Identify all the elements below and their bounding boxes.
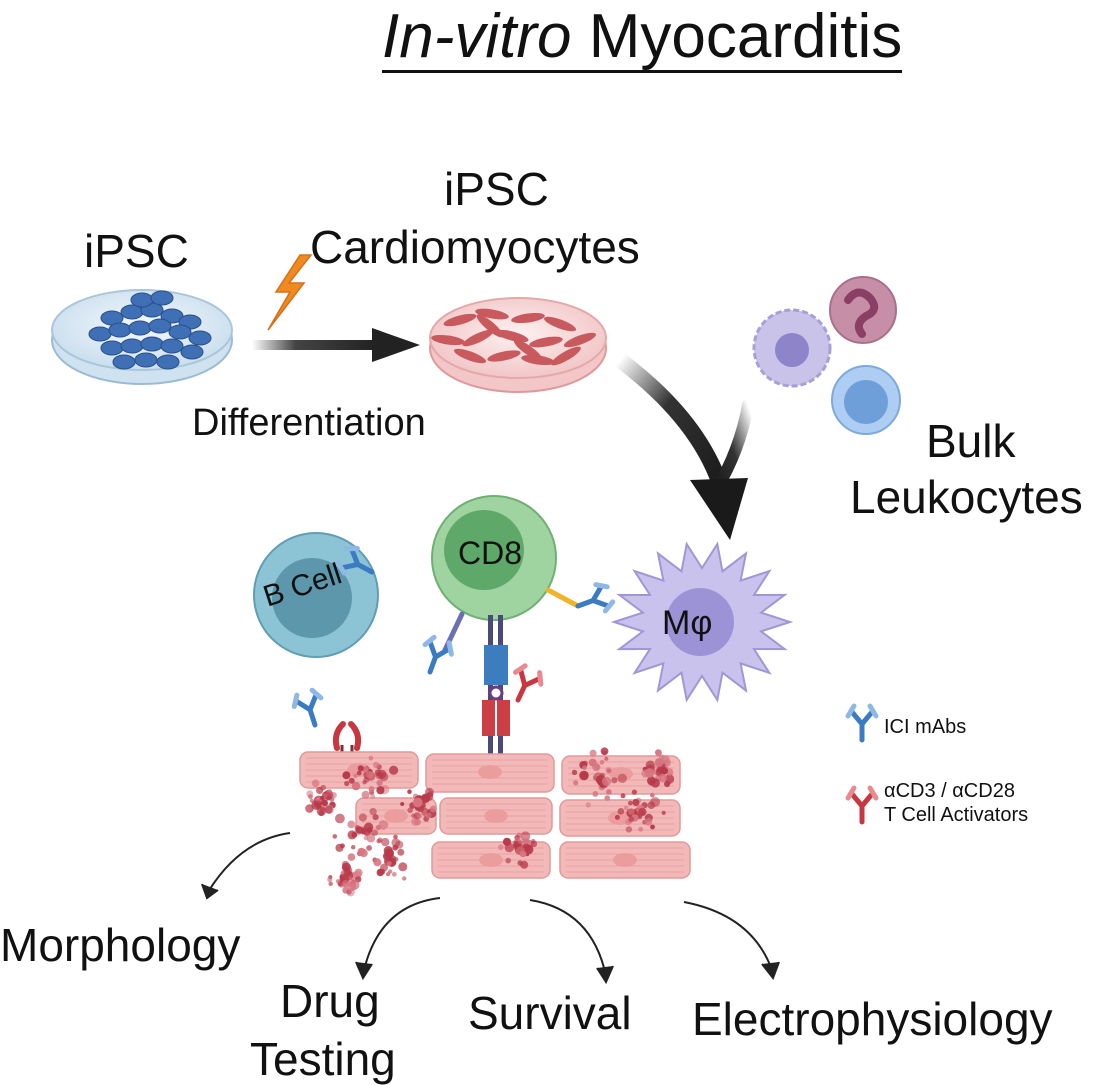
- legend-ici-label: ICI mAbs: [884, 716, 967, 738]
- outcome-drug: Drug: [280, 975, 380, 1027]
- cd8-t-cell: [431, 495, 557, 621]
- macrophage-label: Mφ: [662, 604, 713, 642]
- differentiation-label: Differentiation: [192, 402, 426, 444]
- inflammatory-damage: [305, 747, 675, 897]
- bulk-label: Bulk: [926, 415, 1016, 467]
- outcome-electrophysiology: Electrophysiology: [692, 993, 1053, 1045]
- antibody-icon: [291, 688, 328, 729]
- leukocyte-lymphocyte: [831, 365, 901, 435]
- cardiomyocyte-dish: [429, 297, 607, 393]
- leukocyte-granulocyte: [752, 308, 832, 388]
- ipsc-cell-cluster: [88, 290, 212, 370]
- ipsc-label: iPSC: [84, 225, 189, 277]
- differentiation-arrow: [252, 328, 420, 362]
- lightning-icon: [267, 254, 313, 331]
- outcome-survival: Survival: [468, 987, 632, 1039]
- legend-activators-line1: αCD3 / αCD28: [884, 780, 1015, 802]
- tcr-complex: [482, 615, 545, 765]
- cardiomyocyte-cells: [431, 308, 597, 366]
- legend-ici-antibody-icon: [848, 706, 876, 740]
- outcome-arrows: [201, 832, 780, 985]
- ipsc-cm-label-line1: iPSC: [444, 163, 549, 215]
- recruitment-arrows: [612, 352, 754, 540]
- cardiac-tissue: [299, 747, 691, 897]
- antibody-icon: [417, 611, 465, 677]
- outcome-morphology: Morphology: [0, 919, 241, 971]
- macrophage: [610, 541, 794, 703]
- checkpoint-antibody-icon: [545, 581, 615, 619]
- ipsc-cm-label-line2: Cardiomyocytes: [310, 221, 640, 273]
- legend-activators-line2: T Cell Activators: [884, 804, 1029, 826]
- legend-activator-antibody-icon: [848, 788, 876, 822]
- cd8-label: CD8: [458, 535, 523, 571]
- b-cell: [253, 532, 379, 658]
- leukocyte-neutrophil: [829, 276, 897, 344]
- diagram-title: In-vitro Myocarditis: [382, 2, 903, 73]
- outcome-testing: Testing: [250, 1033, 396, 1085]
- ipsc-dish: [51, 289, 233, 385]
- bulk-leukocyte-cells: [752, 276, 901, 435]
- leukocytes-label: Leukocytes: [850, 471, 1083, 523]
